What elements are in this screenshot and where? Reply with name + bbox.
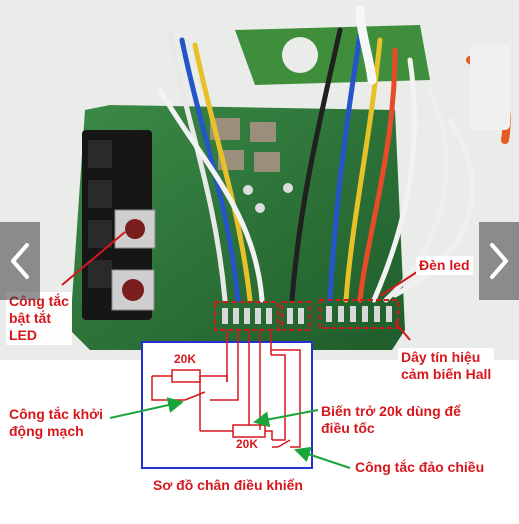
chevron-right-icon	[490, 243, 508, 279]
start-switch-label: Công tắc khởi động mạch	[6, 405, 106, 441]
reverse-switch-label: Công tắc đảo chiều	[352, 458, 488, 477]
next-image-button[interactable]	[479, 222, 519, 300]
resistor-bottom-label: 20K	[236, 437, 259, 451]
led-label: Đèn led	[416, 256, 473, 275]
diagram-caption: Sơ đồ chân điều khiển	[150, 476, 306, 495]
power-switch-label: Công tắc bật tắt LED	[6, 292, 72, 345]
resistor-top-label: 20K	[174, 352, 197, 366]
chevron-left-icon	[11, 243, 29, 279]
potentiometer-label: Biến trở 20k dùng để điều tốc	[318, 402, 464, 438]
led-pins-box	[281, 301, 311, 331]
previous-image-button[interactable]	[0, 222, 40, 300]
hall-signal-label: Dây tín hiệu cảm biến Hall	[398, 348, 495, 384]
control-pins-box	[214, 301, 279, 331]
hall-pins-box	[319, 299, 399, 329]
